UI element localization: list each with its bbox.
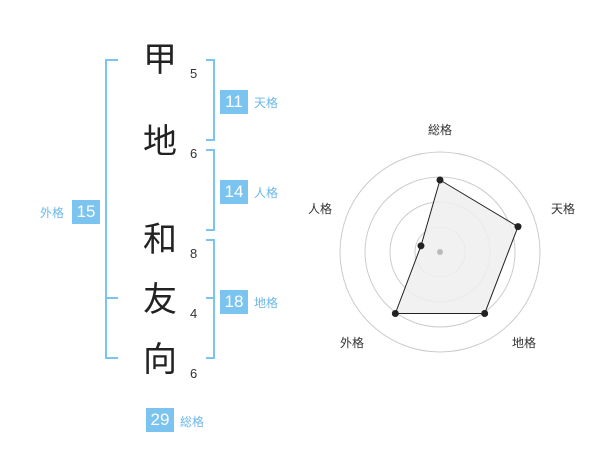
gaikaku-bracket (105, 59, 118, 359)
tenkaku-label: 天格 (254, 96, 279, 110)
radar-center-dot (437, 249, 443, 255)
name-char-2: 地 (143, 122, 177, 162)
name-char-5: 向 (143, 340, 177, 380)
radar-ring (339, 151, 541, 353)
tenkaku-bracket (206, 59, 215, 141)
name-char-1: 甲 (143, 40, 177, 80)
radar-point-5 (417, 242, 425, 250)
soukaku-label: 総格 (180, 415, 205, 429)
stroke-count-1: 5 (190, 66, 198, 81)
radar-label-tenkaku: 天格 (551, 202, 576, 216)
stroke-count-5: 6 (190, 366, 198, 381)
stroke-count-3: 8 (190, 246, 198, 261)
chikaku-value: 18 (220, 290, 248, 314)
tenkaku-value: 11 (220, 90, 248, 114)
radar-label-soukaku: 総格 (428, 123, 453, 137)
stroke-count-2: 6 (190, 146, 198, 161)
radar-point-3 (481, 309, 489, 317)
radar-label-chikaku: 地格 (512, 336, 537, 350)
name-char-4: 友 (143, 280, 177, 320)
radar-point-1 (436, 176, 444, 184)
jinkaku-value: 14 (220, 180, 248, 204)
gaikaku-label: 外格 (40, 206, 65, 220)
chikaku-label: 地格 (254, 296, 279, 310)
jinkaku-label: 人格 (254, 186, 279, 200)
stroke-count-4: 4 (190, 306, 198, 321)
radar-point-4 (391, 309, 399, 317)
jinkaku-bracket (206, 149, 215, 231)
name-char-3: 和 (143, 220, 177, 260)
radar-label-gaikaku: 外格 (340, 336, 365, 350)
radar-point-2 (514, 223, 522, 231)
radar-label-jinkaku: 人格 (308, 202, 333, 216)
radar-polygon (394, 179, 519, 314)
soukaku-value: 29 (146, 408, 174, 432)
gaikaku-value: 15 (72, 200, 100, 224)
